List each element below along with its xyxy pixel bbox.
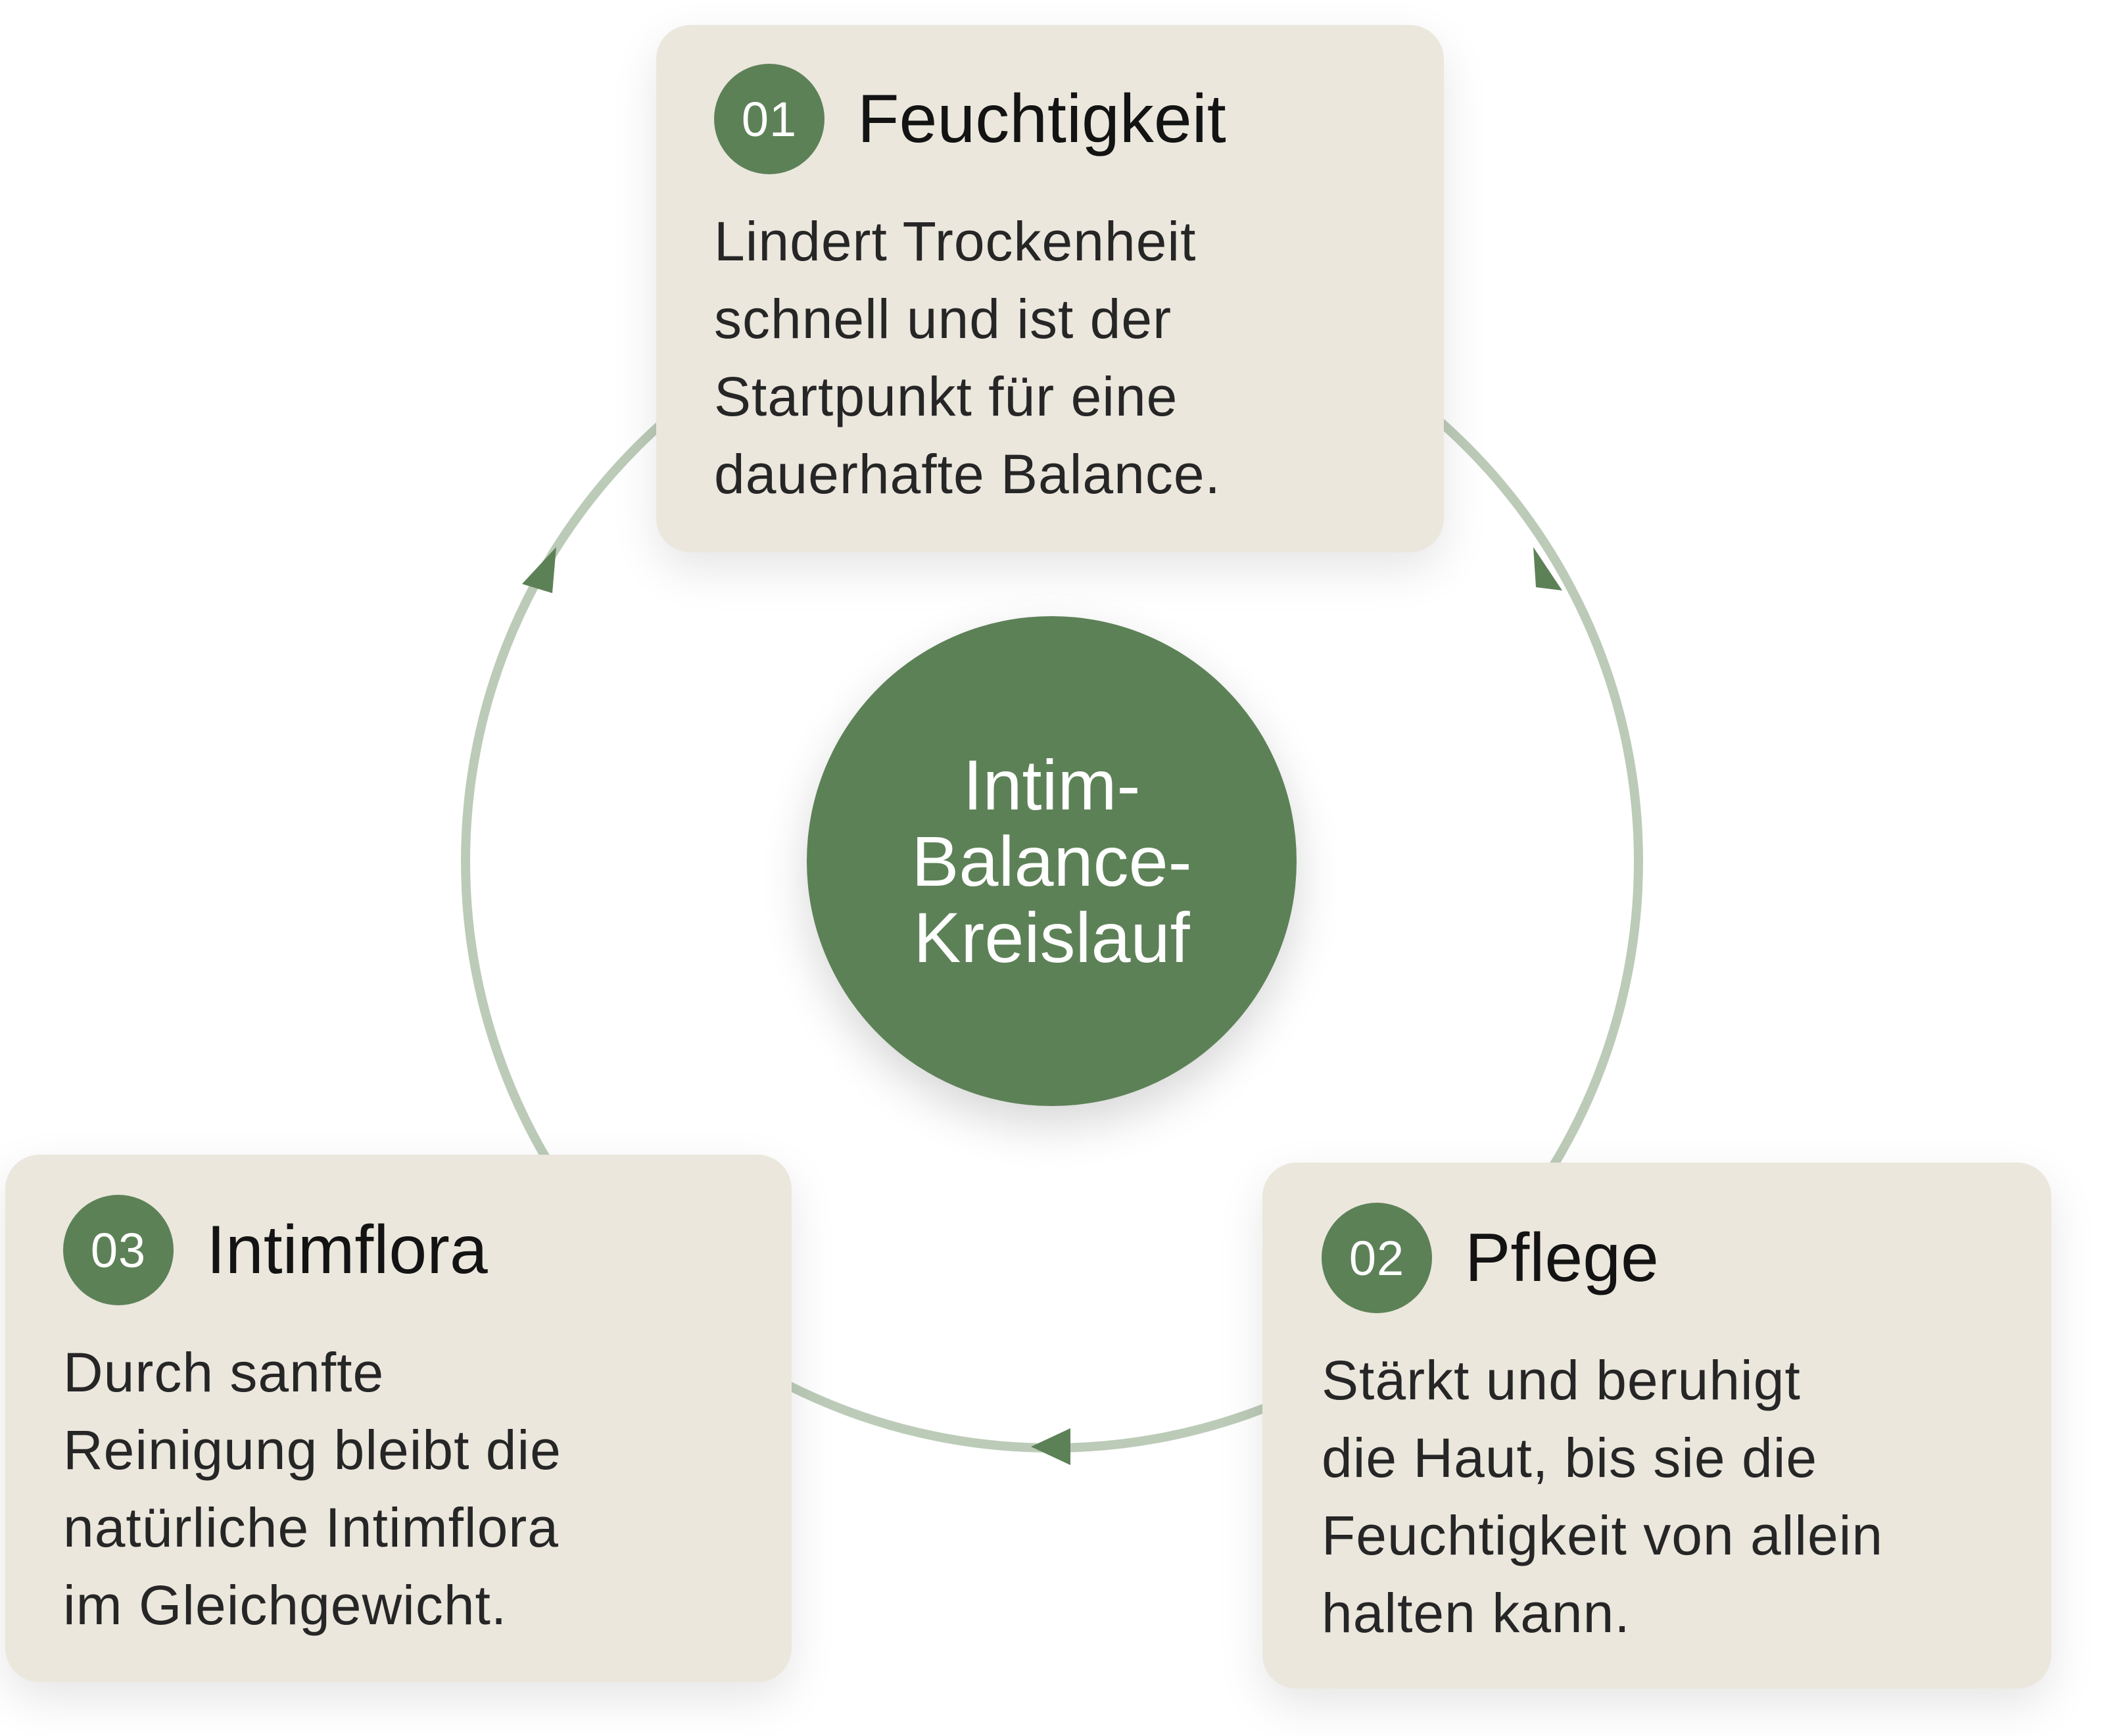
step-card-header: 01 Feuchtigkeit bbox=[714, 63, 1386, 175]
step-number-badge: 02 bbox=[1322, 1203, 1432, 1313]
step-description: Lindert Trockenheit schnell und ist der … bbox=[714, 210, 1221, 505]
step-card-feuchtigkeit: 01 Feuchtigkeit Lindert Trockenheit schn… bbox=[656, 25, 1444, 552]
step-number-badge: 03 bbox=[63, 1195, 174, 1305]
step-title: Feuchtigkeit bbox=[857, 80, 1226, 157]
center-circle: Intim- Balance- Kreislauf bbox=[807, 616, 1297, 1106]
step-description: Durch sanfte Reinigung bleibt die natürl… bbox=[63, 1341, 562, 1636]
step-card-pflege: 02 Pflege Stärkt und beruhigt die Haut, … bbox=[1262, 1163, 2051, 1689]
center-title: Intim- Balance- Kreislauf bbox=[911, 744, 1192, 977]
step-description: Stärkt und beruhigt die Haut, bis sie di… bbox=[1322, 1349, 1884, 1644]
arrow-right-icon bbox=[1533, 547, 1562, 591]
arrow-bottom-icon bbox=[1031, 1428, 1070, 1465]
step-card-header: 03 Intimflora bbox=[63, 1194, 734, 1306]
arrow-left-icon bbox=[522, 547, 556, 593]
step-card-intimflora: 03 Intimflora Durch sanfte Reinigung ble… bbox=[5, 1155, 792, 1682]
step-title: Intimflora bbox=[206, 1211, 488, 1288]
step-card-header: 02 Pflege bbox=[1322, 1202, 1992, 1314]
step-number-badge: 01 bbox=[714, 64, 825, 174]
step-title: Pflege bbox=[1465, 1219, 1659, 1296]
